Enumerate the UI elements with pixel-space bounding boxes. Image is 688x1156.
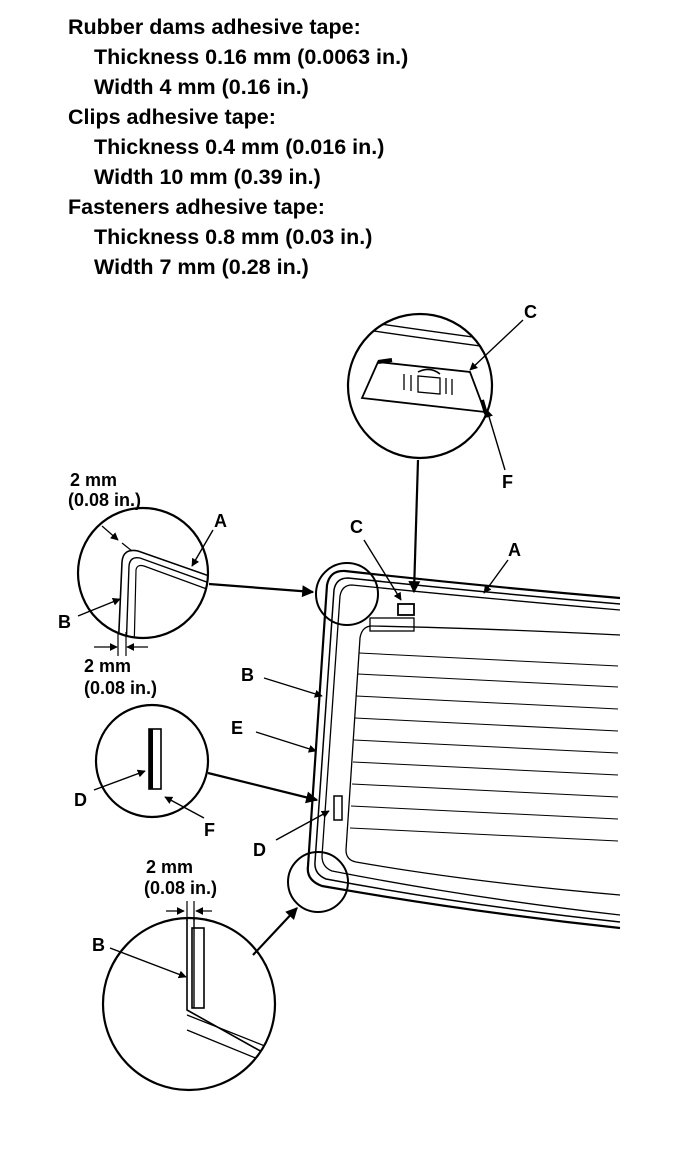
dim-top-inch: (0.08 in.): [68, 490, 141, 510]
defroster-grid-lines: [349, 652, 619, 842]
rubber-dams-thickness: Thickness 0.16 mm (0.0063 in.): [94, 45, 409, 69]
windshield-corner-detail-circle: [315, 562, 379, 626]
fasteners-thickness: Thickness 0.8 mm (0.03 in.): [94, 225, 373, 249]
fasteners-width: Width 7 mm (0.28 in.): [94, 255, 309, 279]
fastener-detail-circle: [94, 703, 210, 819]
callout-e-windshield: E: [231, 718, 243, 738]
dim-mid-mm: 2 mm: [84, 656, 131, 676]
rubber-dams-width: Width 4 mm (0.16 in.): [94, 75, 309, 99]
callout-d-detail: D: [74, 790, 87, 810]
callout-b-windshield: B: [241, 665, 254, 685]
rubber-dam-corner-detail: [76, 506, 210, 640]
rubber-dam-corner-detail-circle: [76, 506, 210, 640]
callout-d-windshield: D: [253, 840, 266, 860]
fastener-detail: [94, 703, 210, 819]
callout-f-detail: F: [502, 472, 513, 492]
detail-connector-arrows: [207, 459, 421, 956]
adhesive-tape-specifications: Rubber dams adhesive tape: Thickness 0.1…: [68, 12, 408, 282]
clips-width: Width 10 mm (0.39 in.): [94, 165, 321, 189]
dim-bottom-mm: 2 mm: [146, 857, 193, 877]
callout-f-fastener: F: [204, 820, 215, 840]
callout-a-windshield: A: [508, 540, 521, 560]
windshield: [306, 569, 621, 930]
rubber-dam-bottom-detail-circle: [101, 916, 277, 1092]
callout-c-windshield: C: [350, 517, 363, 537]
dim-top-mm: 2 mm: [70, 470, 117, 490]
fasteners-heading: Fasteners adhesive tape:: [68, 195, 325, 219]
dim-mid-inch: (0.08 in.): [84, 678, 157, 698]
clips-heading: Clips adhesive tape:: [68, 105, 276, 129]
callout-a-corner: A: [214, 511, 227, 531]
windshield-bottom-detail-circle: [287, 851, 349, 913]
callout-b-bottom: B: [92, 935, 105, 955]
rubber-dams-heading: Rubber dams adhesive tape:: [68, 15, 361, 39]
clip-detail-circle: [346, 312, 494, 460]
clips-thickness: Thickness 0.4 mm (0.016 in.): [94, 135, 385, 159]
clip-detail: [346, 312, 494, 460]
callout-b-corner: B: [58, 612, 71, 632]
callout-c-detail: C: [524, 302, 537, 322]
rubber-dam-bottom-detail: [101, 916, 277, 1092]
dim-bottom-inch: (0.08 in.): [144, 878, 217, 898]
dimension-marks: [94, 525, 212, 921]
callout-leaders: [77, 319, 524, 979]
